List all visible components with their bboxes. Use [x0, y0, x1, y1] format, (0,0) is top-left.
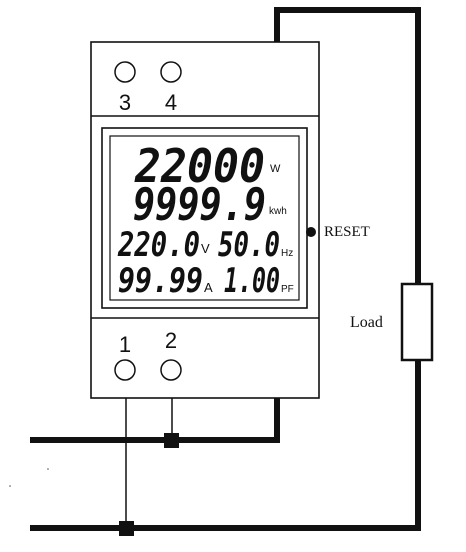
voltage-unit: V [201, 241, 210, 256]
current-unit: A [204, 280, 213, 295]
power-unit: W [270, 163, 281, 175]
frequency-value: 50.0 [218, 225, 280, 265]
terminal-3-screw [114, 61, 136, 83]
lcd-inner-frame [109, 135, 300, 301]
power-factor-unit: PF [281, 284, 294, 295]
speck [9, 485, 11, 487]
speck [47, 468, 49, 470]
junction-lower [119, 521, 134, 536]
terminal-1-label: 1 [119, 332, 131, 357]
terminal-3-label: 3 [119, 90, 131, 115]
wire-load-top [274, 7, 421, 284]
power-factor-value: 1.00 [224, 261, 280, 301]
terminal-2-screw [160, 359, 182, 381]
wire-supply-upper [30, 398, 280, 443]
power-value: 22000 [134, 139, 265, 193]
frequency-unit: Hz [281, 248, 293, 259]
terminal-4-screw [160, 61, 182, 83]
reset-label: RESET [324, 224, 370, 240]
lcd-display: 22000 W 9999.9 kwh 220.0 V 50.0 Hz 99.99… [101, 127, 308, 309]
junction-upper [164, 433, 179, 448]
wires [30, 7, 421, 531]
current-value: 99.99 [118, 261, 203, 301]
terminal-2-label: 2 [165, 328, 177, 353]
meter-body: 3 4 1 2 22000 W 9999.9 kwh 220.0 V 50.0 … [90, 41, 320, 399]
load-resistor [400, 282, 434, 362]
energy-value: 9999.9 [133, 180, 266, 231]
terminal-4-label: 4 [165, 90, 177, 115]
load-label: Load [350, 314, 383, 331]
terminal-1-screw [114, 359, 136, 381]
wire-load-bottom [30, 360, 421, 531]
voltage-value: 220.0 [117, 225, 200, 265]
reset-button[interactable] [306, 227, 316, 237]
energy-unit: kwh [269, 206, 287, 217]
